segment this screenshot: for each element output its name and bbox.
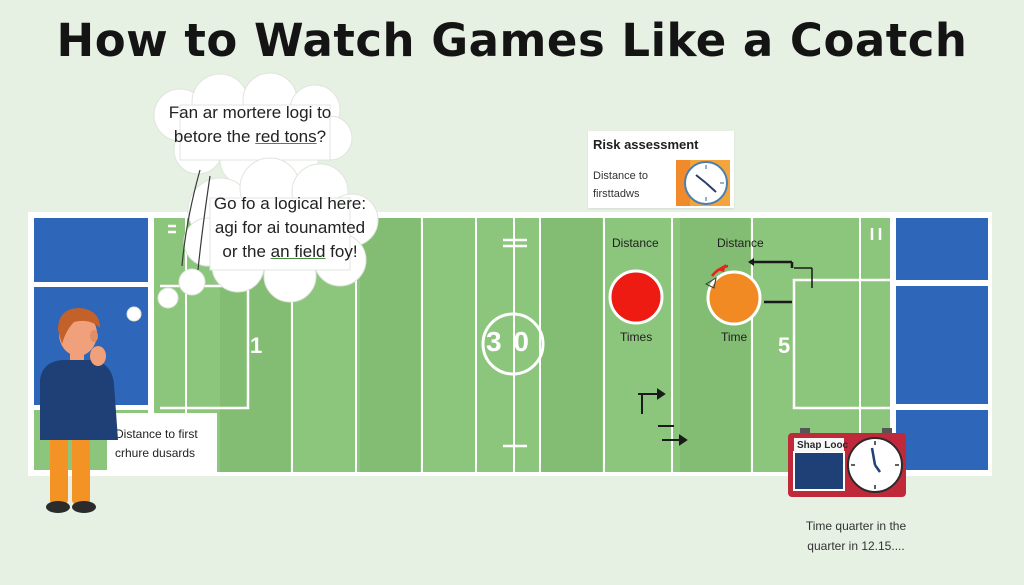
thought-bubble-mid: Go fo a logical here: agi for ai tounamt… — [206, 192, 374, 264]
risk-card-title: Risk assessment — [593, 137, 699, 152]
stopwatch-icon — [676, 160, 730, 206]
bottom-note-line1: Time quarter in the — [805, 519, 907, 533]
red-marker-circle — [608, 269, 664, 325]
yard-number-right: 5 — [778, 333, 791, 358]
play-arrows-icon — [638, 388, 688, 446]
thought-top-line1: Fan ar mortere logi to — [168, 103, 332, 122]
risk-card-subtitle: Distance to firsttadws — [593, 167, 673, 203]
orange-marker-circle — [704, 258, 813, 326]
risk-card-subtitle-line2: firsttadws — [593, 188, 640, 200]
distance-label-1: Distance — [612, 236, 659, 250]
page-title: How to Watch Games Like a Coatch — [56, 14, 968, 67]
risk-assessment-card: Risk assessment Distance to firsttadws — [588, 131, 734, 208]
thought-top-line2-end: ? — [316, 127, 327, 146]
clock-device — [788, 428, 906, 497]
risk-card-subtitle-line1: Distance to — [593, 170, 649, 182]
distance-label-2: Distance — [717, 236, 764, 250]
info-card-line2: crhure dusards — [115, 446, 196, 460]
thought-mid-line3: or the an field foy! — [206, 240, 374, 264]
thought-top-line2-text: betore the — [173, 127, 256, 146]
thought-cloud-graphics — [126, 72, 379, 322]
thought-mid-line1: Go fo a logical here: — [213, 194, 367, 213]
person-illustration — [40, 308, 118, 513]
thought-bubble-top: Fan ar mortere logi to betore the red to… — [160, 101, 340, 149]
thought-mid-line3-end: foy! — [325, 242, 358, 261]
thought-mid-line2: agi for ai tounamted — [214, 218, 366, 237]
times-label: Times — [620, 330, 653, 344]
time-label: Time — [721, 330, 748, 344]
thought-mid-line3-text: or the — [222, 242, 271, 261]
bottom-note-line2: quarter in 12.15.... — [807, 539, 905, 553]
thought-top-line2: betore the red tons? — [160, 125, 340, 149]
yard-number-left: 1 — [250, 333, 263, 358]
clock-device-label: Shap Looc — [797, 440, 849, 451]
thought-top-link: red tons — [255, 127, 317, 146]
bottom-note: Time quarter in the quarter in 12.15.... — [770, 516, 942, 556]
info-card: Distance to first crhure dusards — [107, 413, 217, 473]
info-card-line1: Distance to first — [115, 427, 198, 441]
thought-mid-link: an field — [270, 242, 326, 261]
yard-number-center: 3 0 — [486, 326, 531, 357]
